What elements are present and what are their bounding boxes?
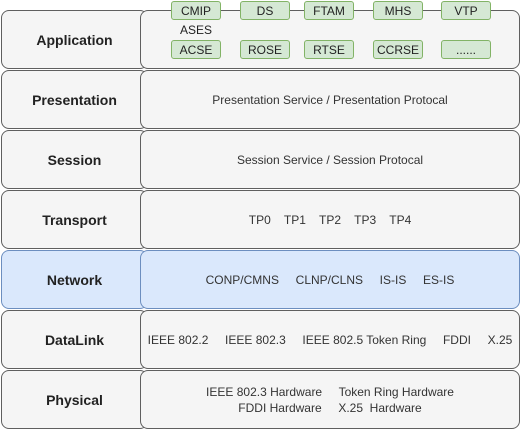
app-protocol-rtse: RTSE [304,40,354,59]
layer-name-datalink: DataLink [1,310,148,369]
app-protocol-ftam: FTAM [304,1,354,20]
app-protocol-acse: ACSE [171,40,221,59]
layer-label-datalink: DataLink [44,331,105,348]
layer-name-transport: Transport [1,190,148,249]
app-protocol-ds: DS [240,1,290,20]
layer-name-session: Session [1,130,148,189]
layer-label-application: Application [36,31,113,48]
layer-name-presentation: Presentation [1,70,148,129]
layer-label-transport: Transport [42,211,107,228]
physical-protocols: IEEE 802.3 Hardware Token Ring Hardware … [206,384,454,415]
presentation-protocols: Presentation Service / Presentation Prot… [212,92,448,107]
transport-protocols: TP0 TP1 TP2 TP3 TP4 [248,212,412,227]
app-protocol-vtp: VTP [441,1,491,20]
layer-name-network: Network [1,250,148,309]
datalink-protocols: IEEE 802.2 IEEE 802.3 IEEE 802.5 Token R… [147,332,513,347]
ases-label: ASES [180,23,213,37]
app-protocol-rose: ROSE [240,40,290,59]
layer-label-network: Network [46,271,103,288]
layer-label-presentation: Presentation [32,91,117,108]
layer-name-application: Application [1,10,148,69]
layer-content-physical: IEEE 802.3 Hardware Token Ring Hardware … [140,370,520,429]
layer-content-transport: TP0 TP1 TP2 TP3 TP4 [140,190,520,249]
layer-label-physical: Physical [46,391,103,408]
app-protocol-more: ...... [441,40,491,59]
app-protocol-cmip: CMIP [171,1,221,20]
layer-content-presentation: Presentation Service / Presentation Prot… [140,70,520,129]
session-protocols: Session Service / Session Protocal [236,152,424,167]
layer-name-physical: Physical [1,370,148,429]
layer-content-datalink: IEEE 802.2 IEEE 802.3 IEEE 802.5 Token R… [140,310,520,369]
app-protocol-ccrse: CCRSE [373,40,423,59]
layer-content-session: Session Service / Session Protocal [140,130,520,189]
layer-label-session: Session [47,151,102,168]
layer-content-network: CONP/CMNS CLNP/CLNS IS-IS ES-IS [140,250,520,309]
app-protocol-mhs: MHS [373,1,423,20]
network-protocols: CONP/CMNS CLNP/CLNS IS-IS ES-IS [205,272,455,287]
